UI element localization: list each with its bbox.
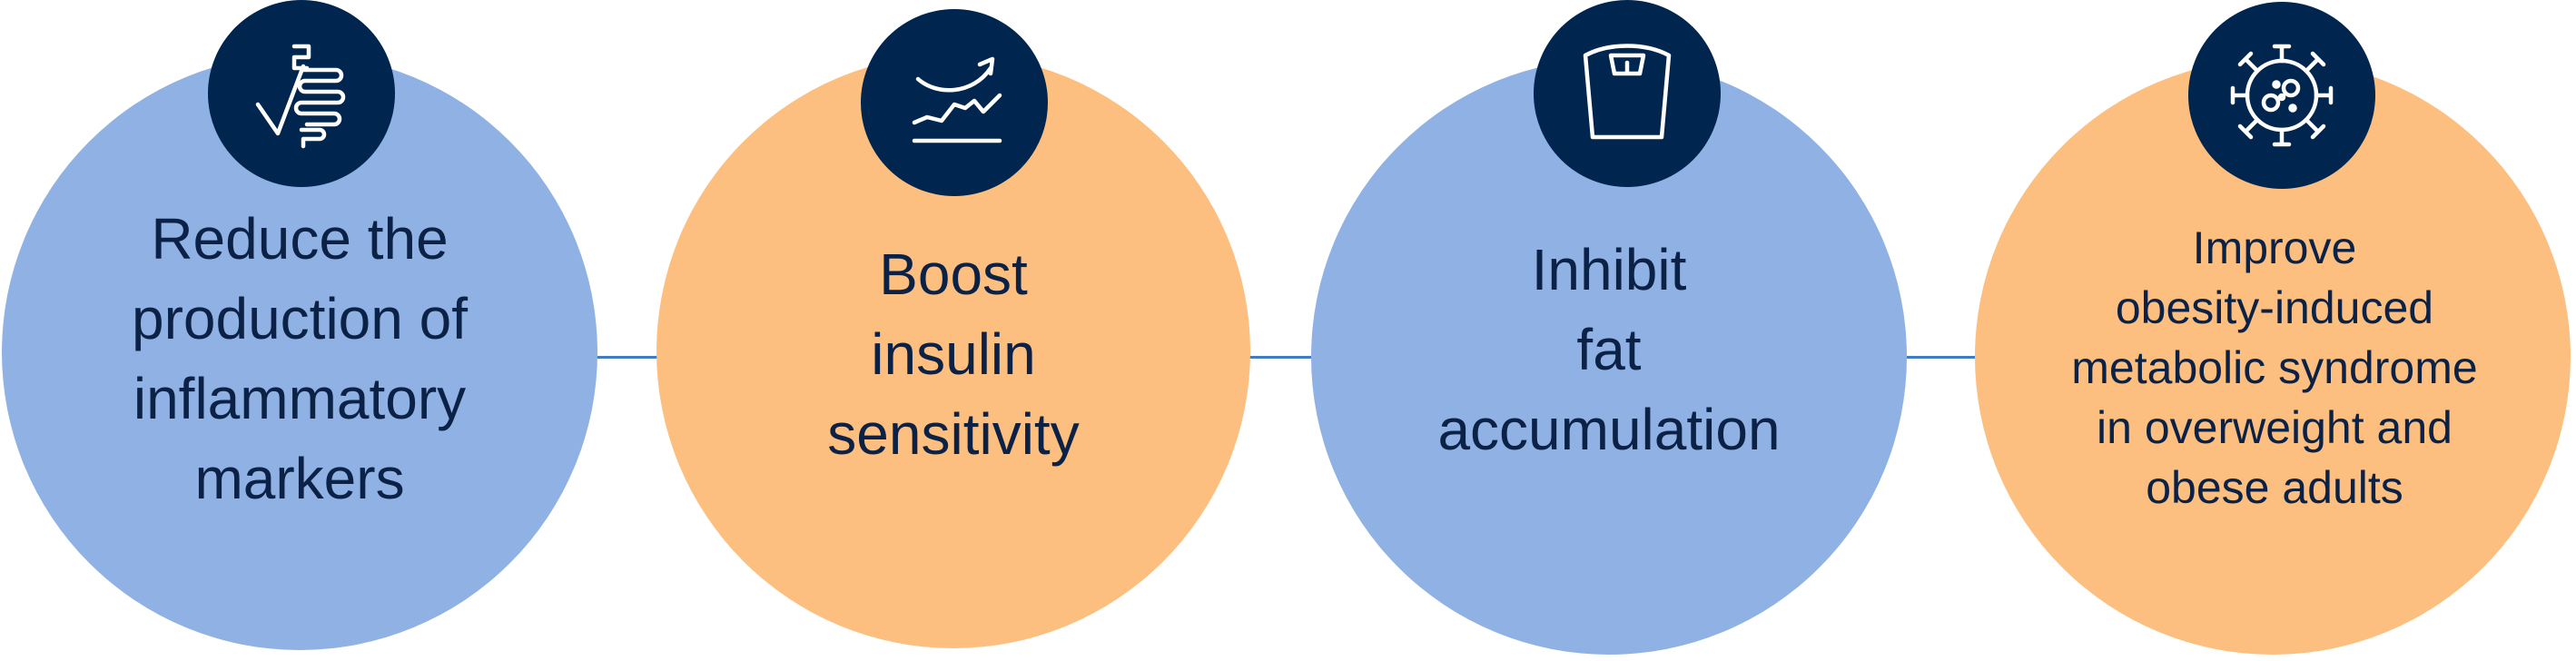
- rising-trend-icon: [912, 56, 1002, 143]
- badge-2: [861, 9, 1048, 196]
- benefit-text-4: Improve obesity-induced metabolic syndro…: [2071, 222, 2478, 513]
- badge-3: [1534, 0, 1721, 187]
- benefit-text-3: Inhibit fat accumulation: [1437, 237, 1781, 462]
- benefit-text-1: Reduce the production of inflammatory ma…: [131, 206, 469, 511]
- intestine-icon: [255, 44, 346, 149]
- connector-line: [590, 356, 663, 359]
- connector-line: [1244, 356, 1317, 359]
- benefit-text-2: Boost insulin sensitivity: [827, 242, 1080, 467]
- badge-4: [2188, 2, 2375, 189]
- connector-line: [1902, 356, 1975, 359]
- weight-scale-icon: [1583, 44, 1672, 140]
- badge-1: [208, 0, 395, 187]
- cell-icon: [2230, 44, 2334, 147]
